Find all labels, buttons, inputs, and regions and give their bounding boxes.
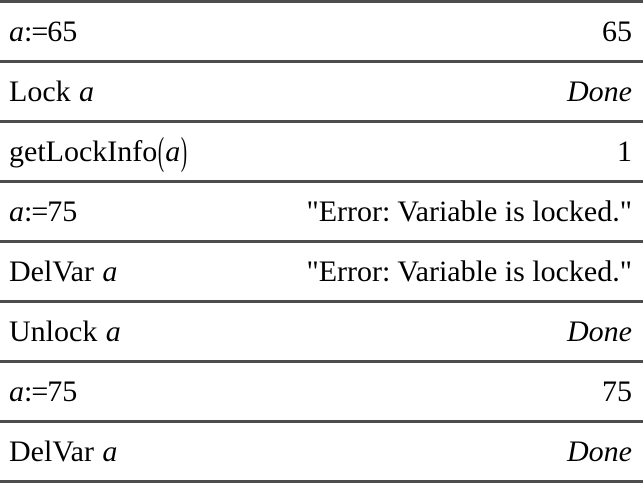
result-value: 1 <box>617 134 632 168</box>
result-value: 65 <box>602 14 632 48</box>
result-value: 75 <box>602 374 632 408</box>
result-value: Done <box>567 314 632 348</box>
input-expression[interactable]: a:=75 <box>9 194 78 228</box>
result-error-message: "Error: Variable is locked." <box>306 194 632 228</box>
history-row[interactable]: a:=65 65 <box>0 3 643 63</box>
command-keyword: Lock <box>9 74 71 108</box>
assignment-operator: := <box>24 374 48 408</box>
result-error-message: "Error: Variable is locked." <box>306 254 632 288</box>
history-row[interactable]: a:=75 75 <box>0 363 643 423</box>
variable-name: a <box>102 254 118 288</box>
variable-name: a <box>102 434 118 468</box>
assignment-operator: := <box>24 14 48 48</box>
history-row[interactable]: a:=75 "Error: Variable is locked." <box>0 183 643 243</box>
result-value: Done <box>567 74 632 108</box>
variable-name: a <box>9 374 24 408</box>
input-expression[interactable]: getLockInfo(a) <box>9 131 188 171</box>
input-expression[interactable]: a:=75 <box>9 374 78 408</box>
variable-name: a <box>105 314 121 348</box>
command-keyword: DelVar <box>9 254 94 288</box>
command-keyword: Unlock <box>9 314 98 348</box>
open-paren-glyph: ( <box>158 129 165 173</box>
history-row[interactable]: getLockInfo(a) 1 <box>0 123 643 183</box>
numeric-literal: 75 <box>47 374 78 408</box>
input-expression[interactable]: a:=65 <box>9 14 78 48</box>
result-value: Done <box>567 434 632 468</box>
close-paren-glyph: ) <box>181 129 188 173</box>
numeric-literal: 75 <box>47 194 78 228</box>
variable-name: a <box>165 134 181 168</box>
variable-name: a <box>9 194 24 228</box>
variable-name: a <box>79 74 95 108</box>
command-keyword: getLockInfo <box>9 134 158 168</box>
numeric-literal: 65 <box>47 14 78 48</box>
variable-name: a <box>9 14 24 48</box>
assignment-operator: := <box>24 194 48 228</box>
command-keyword: DelVar <box>9 434 94 468</box>
